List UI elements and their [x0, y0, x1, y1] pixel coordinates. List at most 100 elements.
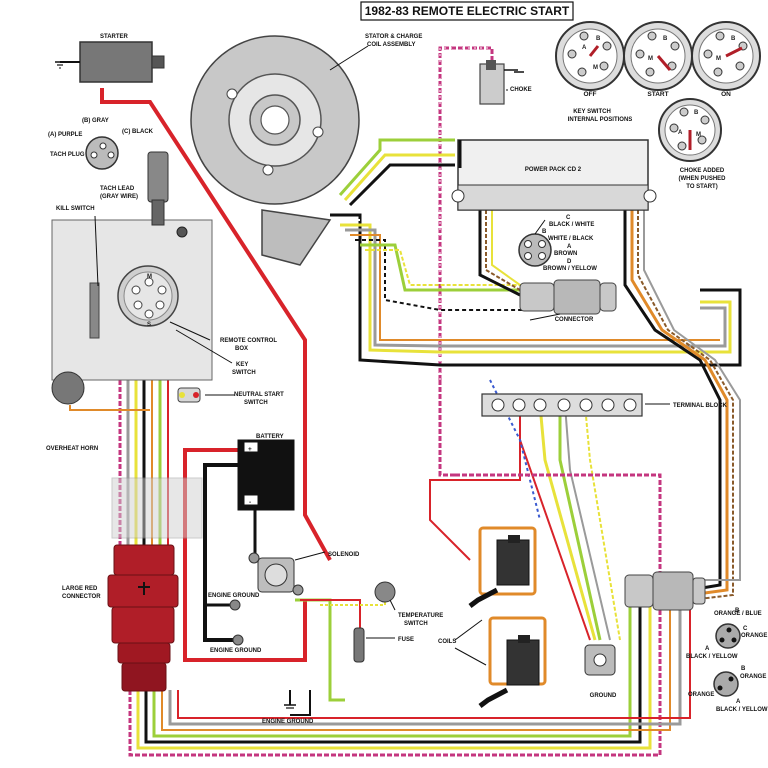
svg-text:-: - [249, 499, 251, 506]
svg-text:BROWN: BROWN [554, 251, 577, 257]
label-remote-box-2: BOX [235, 346, 248, 352]
label-engine-ground-1: ENGINE GROUND [208, 593, 260, 599]
harness-bottom-loop [128, 380, 691, 757]
key-switch-pin-m [144, 277, 154, 287]
svg-text:A: A [678, 130, 683, 136]
label-on: ON [721, 91, 731, 98]
harness-stator [330, 138, 742, 367]
label-choke-added-2: (WHEN PUSHED [678, 176, 726, 182]
svg-text:C: C [566, 215, 571, 221]
svg-text:M: M [648, 56, 653, 62]
key-switch-position-on: B M [691, 21, 761, 91]
label-tach-purple: (A) PURPLE [48, 132, 82, 138]
coil-ground [584, 644, 616, 676]
coil-1 [468, 526, 537, 608]
wires-to-coils [429, 379, 621, 641]
plug-orange [713, 671, 739, 697]
label-tach-lead: TACH LEAD [100, 186, 135, 192]
key-switch-position-choke: B A M [658, 98, 722, 162]
battery: + - [237, 439, 295, 511]
svg-text:B: B [542, 229, 547, 235]
stator-coil-assembly [190, 35, 360, 266]
svg-text:B: B [694, 110, 699, 116]
title-box [360, 1, 574, 21]
label-black-yellow-2: BLACK / YELLOW [716, 707, 768, 713]
label-neutral-start-2: SWITCH [244, 400, 268, 406]
label-coils: COILS [438, 639, 456, 645]
tach-lead-plug [147, 151, 169, 203]
key-switch-position-off: A B M [555, 21, 625, 91]
svg-text:A: A [582, 45, 587, 51]
kill-switch [89, 282, 100, 339]
coil-2 [478, 616, 547, 708]
label-tach-plug: TACH PLUG [50, 152, 85, 158]
label-orange-2: ORANGE [688, 692, 714, 698]
label-stator-2: COIL ASSEMBLY [367, 42, 415, 48]
wire-choke-purple [438, 46, 494, 380]
label-power-pack: POWER PACK CD 2 [525, 167, 582, 173]
svg-text:A: A [567, 244, 572, 250]
label-tach-gray: (B) GRAY [82, 118, 109, 124]
label-solenoid: SOLENOID [328, 552, 360, 558]
label-stator: STATOR & CHARGE [365, 34, 422, 40]
svg-text:A: A [705, 646, 710, 652]
label-temp-switch-2: SWITCH [404, 621, 428, 627]
svg-text:M: M [696, 132, 701, 138]
temperature-switch [374, 581, 396, 603]
neutral-start-switch [177, 387, 201, 403]
wire-choke-white-dash [439, 47, 492, 380]
svg-text:+: + [248, 446, 252, 453]
label-starter: STARTER [100, 34, 129, 40]
label-start: START [647, 91, 668, 98]
label-terminal-block: TERMINAL BLOCK [673, 403, 728, 409]
solenoid [248, 552, 304, 596]
connector-right [624, 571, 706, 611]
overheat-horn [51, 371, 85, 405]
label-choke: CHOKE [510, 87, 532, 93]
engine-ground-2 [232, 634, 244, 646]
label-engine-ground-2: ENGINE GROUND [210, 648, 262, 654]
tach-plug [85, 136, 119, 170]
label-remote-box: REMOTE CONTROL [220, 338, 277, 344]
diagram-title: 1982-83 REMOTE ELECTRIC START [365, 4, 570, 18]
label-keyswitch-positions: KEY SWITCH [573, 109, 611, 115]
choke [479, 63, 505, 105]
label-overheat-horn: OVERHEAT HORN [46, 446, 98, 452]
label-black-yellow-1: BLACK / YELLOW [686, 654, 738, 660]
key-switch-label-m: M [147, 274, 152, 280]
label-neutral-start: NEUTRAL START [234, 392, 284, 398]
label-fuse: FUSE [398, 637, 414, 643]
label-kill-switch: KILL SWITCH [56, 206, 95, 212]
label-large-red: LARGE RED [62, 586, 98, 592]
svg-text:B: B [596, 36, 601, 42]
label-orange-c: ORANGE [741, 633, 767, 639]
label-keyswitch-positions-2: INTERNAL POSITIONS [568, 117, 633, 123]
terminal-block [481, 393, 643, 417]
label-engine-ground-3: ENGINE GROUND [262, 719, 314, 725]
wires-battery [183, 448, 386, 702]
label-choke-added-3: TO START) [686, 184, 717, 190]
label-choke-added: CHOKE ADDED [680, 168, 725, 174]
label-orange-b: ORANGE [740, 674, 766, 680]
label-temp-switch: TEMPERATURE [398, 613, 443, 619]
svg-text:C: C [743, 626, 748, 632]
label-ground: GROUND [590, 693, 617, 699]
svg-text:BROWN / YELLOW: BROWN / YELLOW [543, 266, 597, 272]
wire-starter-red [100, 88, 332, 561]
label-key-switch: KEY [236, 362, 248, 368]
svg-text:M: M [593, 65, 598, 71]
label-pointers [94, 45, 670, 666]
key-switch-position-start: B M [623, 21, 693, 91]
svg-text:B: B [663, 36, 668, 42]
label-tach-lead-2: (GRAY WIRE) [100, 194, 138, 200]
engine-ground-3 [284, 690, 311, 716]
connector-center [519, 279, 617, 315]
large-red-connector [107, 544, 179, 692]
power-pack-plug [518, 233, 552, 267]
label-orange-blue: ORANGE / BLUE [714, 611, 762, 617]
key-switch-label-s: S [147, 322, 151, 328]
starter [79, 41, 153, 83]
label-tach-black: (C) BLACK [122, 129, 154, 135]
svg-text:A: A [736, 699, 741, 705]
